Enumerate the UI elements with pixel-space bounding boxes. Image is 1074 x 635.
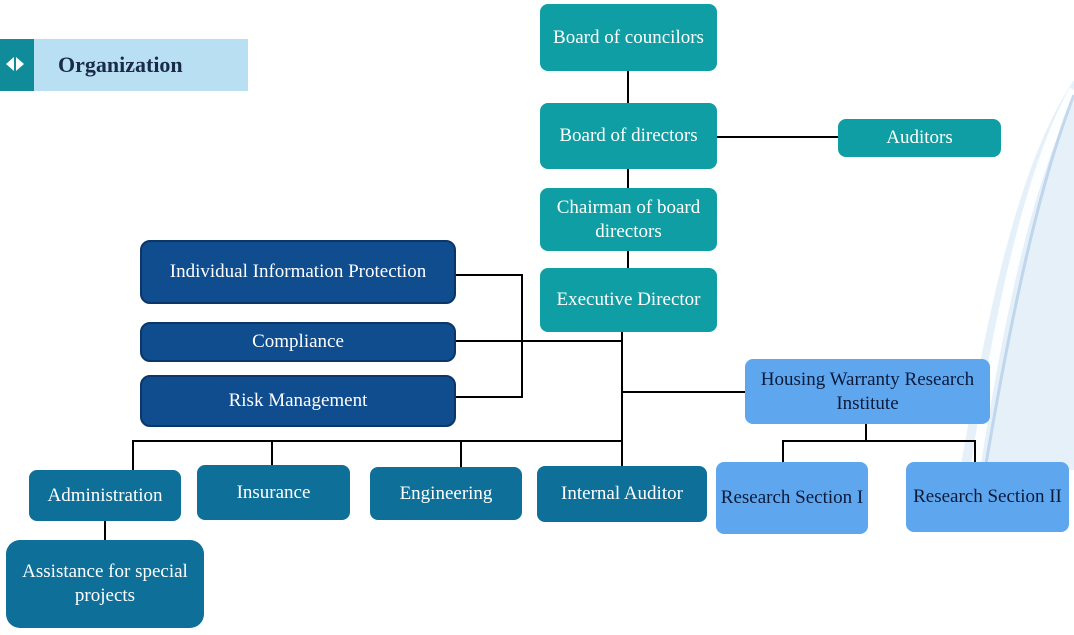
diamond-arrow-icon (6, 57, 24, 71)
node-risk-management: Risk Management (140, 375, 456, 427)
node-internal-auditor: Internal Auditor (537, 466, 707, 522)
node-auditors: Auditors (838, 119, 1001, 157)
node-board-of-councilors: Board of councilors (540, 4, 717, 71)
node-housing-warranty-research-institute: Housing Warranty Research Institute (745, 359, 990, 424)
section-header: Organization (0, 39, 248, 91)
node-board-of-directors: Board of directors (540, 103, 717, 169)
node-individual-information-protection: Individual Information Protection (140, 240, 456, 304)
node-research-section-1: Research Section I (716, 462, 868, 534)
node-executive-director: Executive Director (540, 268, 717, 332)
node-insurance: Insurance (197, 465, 350, 520)
node-assistance-special-projects: Assistance for special projects (6, 540, 204, 628)
page-title: Organization (58, 52, 183, 77)
node-research-section-2: Research Section II (906, 462, 1069, 532)
header-bar (34, 39, 248, 91)
node-administration: Administration (29, 470, 181, 521)
node-chairman: Chairman of board directors (540, 188, 717, 251)
header-tab (0, 39, 34, 91)
node-engineering: Engineering (370, 467, 522, 520)
node-compliance: Compliance (140, 322, 456, 362)
